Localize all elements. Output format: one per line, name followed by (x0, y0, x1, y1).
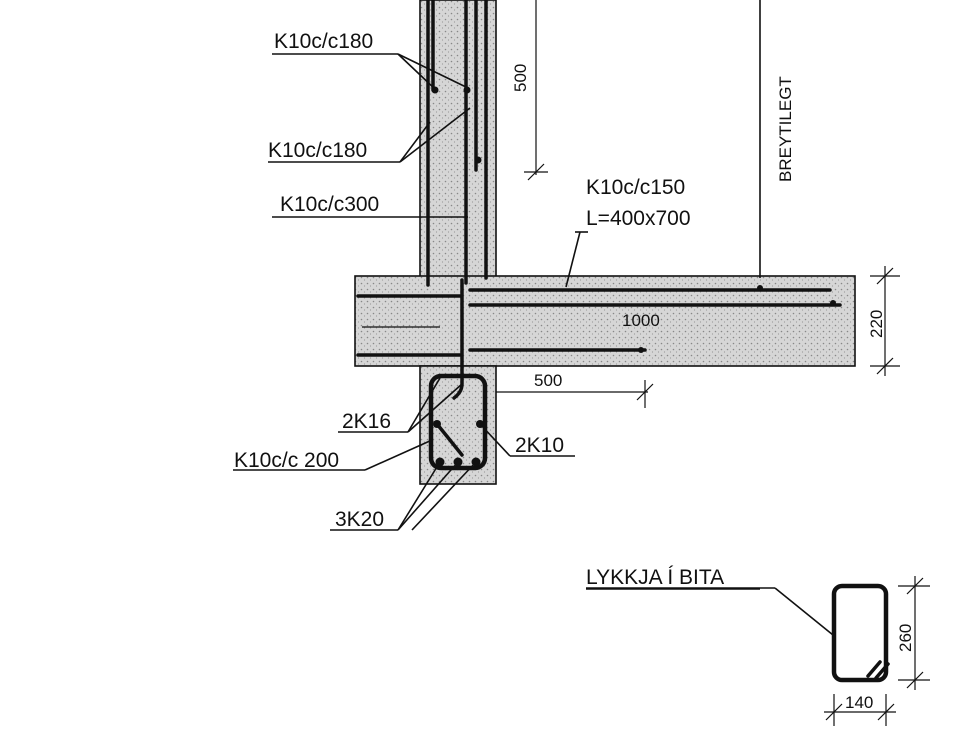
slab-reinforcement (356, 285, 842, 357)
label-stirrup-title: LYKKJA Í BITA (586, 566, 724, 589)
label-slab-bar-length: L=400x700 (586, 207, 691, 230)
dim-stirrup-height: 260 (896, 624, 915, 652)
beam-stirrup (428, 373, 488, 471)
label-wall-inner-bar: K10c/c180 (268, 139, 367, 162)
dim-wall-bar-length: 500 (511, 64, 530, 92)
label-beam-side-bars: 2K10 (515, 434, 564, 457)
text-labels: K10c/c180 K10c/c180 K10c/c300 K10c/c150 … (234, 30, 915, 712)
dim-slab-thickness: 220 (867, 310, 886, 338)
label-beam-bottom-bars: 3K20 (335, 508, 384, 531)
wall-reinforcement (426, 0, 488, 287)
dimension-lines (496, 0, 900, 408)
stirrup-shape (831, 583, 889, 683)
dim-beam-bar-length: 500 (534, 371, 562, 390)
dim-slab-bar-length: 1000 (622, 311, 660, 330)
label-beam-stirrups: K10c/c 200 (234, 449, 339, 472)
label-expansion-material: BREYTILEGT (776, 76, 795, 182)
label-slab-bar-spec: K10c/c150 (586, 176, 685, 199)
leader-lines (233, 0, 834, 636)
stirrup-detail (824, 576, 930, 726)
label-wall-outer-bar: K10c/c180 (274, 30, 373, 53)
label-wall-mid-bar: K10c/c300 (280, 193, 379, 216)
label-beam-top-bars: 2K16 (342, 410, 391, 433)
dim-stirrup-width: 140 (845, 693, 873, 712)
